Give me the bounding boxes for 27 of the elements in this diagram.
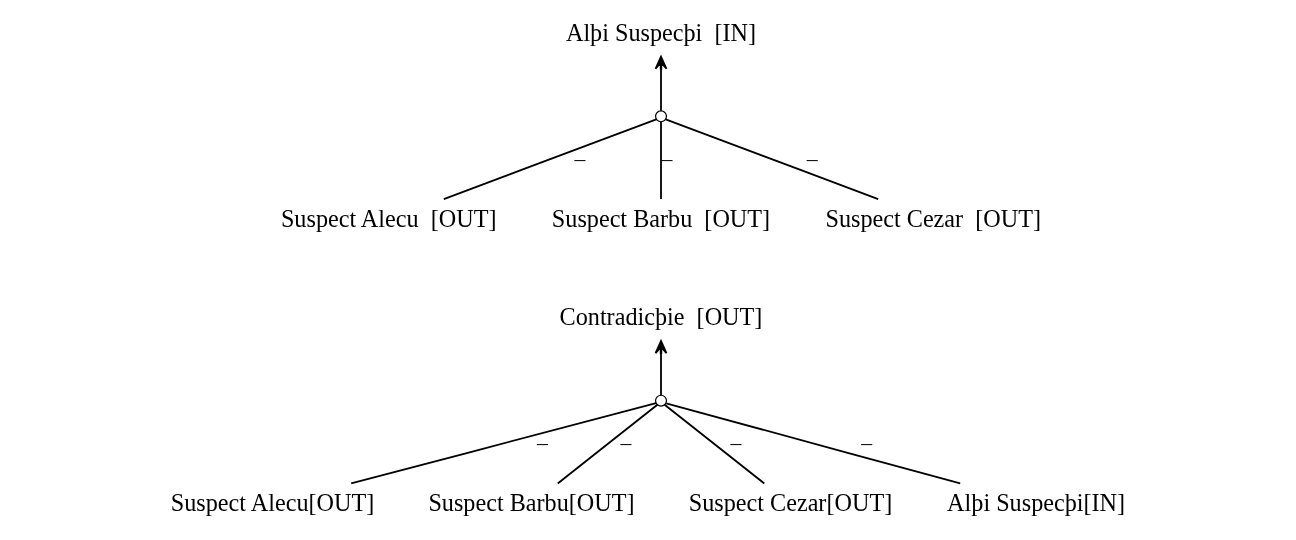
connector <box>665 402 962 485</box>
edge-label: – <box>536 431 548 456</box>
node-text: Suspect Alecu[OUT] <box>170 489 375 517</box>
connector <box>350 402 657 485</box>
connector <box>556 403 659 485</box>
node-circle <box>654 394 668 407</box>
connector <box>442 118 658 200</box>
node-circle <box>654 110 668 123</box>
arrow <box>654 340 668 397</box>
node-text: Suspect Cezar[OUT] <box>688 489 893 517</box>
connector <box>663 403 766 485</box>
connector <box>664 118 880 200</box>
connector <box>660 121 662 200</box>
edge-label: – <box>620 431 632 456</box>
node-text: Suspect Cezar [OUT] <box>825 205 1042 233</box>
edge-label: – <box>661 146 673 171</box>
edge-label: – <box>730 431 742 456</box>
node-text: Suspect Barbu[OUT] <box>428 489 635 517</box>
edge-label: – <box>806 146 818 171</box>
edge-label: – <box>574 146 586 171</box>
node-text: Suspect Barbu [OUT] <box>551 205 771 233</box>
node-text: Contradicþie [OUT] <box>559 303 763 331</box>
edge-label: – <box>861 431 873 456</box>
node-text: Alþi Suspecþi[IN] <box>947 489 1126 517</box>
node-text: Alþi Suspecþi [IN] <box>565 18 757 46</box>
arrow <box>654 55 668 112</box>
node-text: Suspect Alecu [OUT] <box>280 205 497 233</box>
